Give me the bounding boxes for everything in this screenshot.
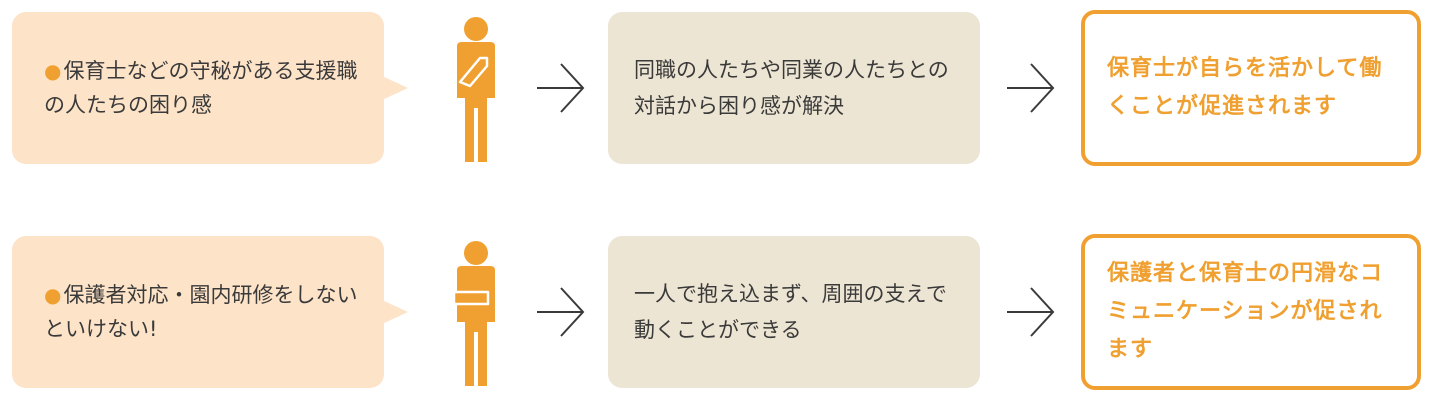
bubble-tail bbox=[382, 76, 408, 100]
solution-box: 一人で抱え込まず、周囲の支えで動くことができる bbox=[608, 236, 980, 388]
issue-text: ●保育士などの守秘がある支援職の人たちの困り感 bbox=[44, 54, 362, 122]
bubble-tail bbox=[382, 300, 408, 324]
chevron-right-arrow-icon bbox=[1007, 63, 1055, 113]
result-text: 保護者と保育士の円滑なコミュニケーションが促されます bbox=[1107, 261, 1384, 362]
chevron-right-arrow-icon bbox=[1007, 287, 1055, 337]
chevron-right-arrow-icon bbox=[537, 63, 585, 113]
result-box: 保護者と保育士の円滑なコミュニケーションが促されます bbox=[1081, 234, 1421, 390]
bullet-icon: ● bbox=[44, 59, 62, 83]
solution-box: 同職の人たちや同業の人たちとの対話から困り感が解決 bbox=[608, 12, 980, 164]
issue-text: ●保護者対応・園内研修をしないといけない! bbox=[44, 278, 362, 346]
flow-row-2: ●保護者対応・園内研修をしないといけない! 一人で抱え込まず、周囲の支えで動くこ… bbox=[0, 234, 1440, 390]
bullet-icon: ● bbox=[44, 283, 62, 307]
chevron-right-arrow-icon bbox=[537, 287, 585, 337]
result-text: 保育士が自らを活かして働くことが促進されます bbox=[1107, 56, 1383, 119]
issue-bubble: ●保育士などの守秘がある支援職の人たちの困り感 bbox=[12, 12, 384, 164]
solution-text: 同職の人たちや同業の人たちとの対話から困り感が解決 bbox=[634, 58, 949, 118]
solution-text: 一人で抱え込まず、周囲の支えで動くことができる bbox=[634, 282, 947, 342]
issue-label: 保護者対応・園内研修をしないといけない! bbox=[44, 283, 358, 341]
flow-row-1: ●保育士などの守秘がある支援職の人たちの困り感 同職の人たちや同業の人たちとの対… bbox=[0, 10, 1440, 166]
result-box: 保育士が自らを活かして働くことが促進されます bbox=[1081, 10, 1421, 166]
issue-label: 保育士などの守秘がある支援職の人たちの困り感 bbox=[44, 59, 358, 117]
person-arm-across-icon bbox=[452, 241, 495, 386]
issue-bubble: ●保護者対応・園内研修をしないといけない! bbox=[12, 236, 384, 388]
person-hand-on-chest-icon bbox=[457, 17, 495, 162]
